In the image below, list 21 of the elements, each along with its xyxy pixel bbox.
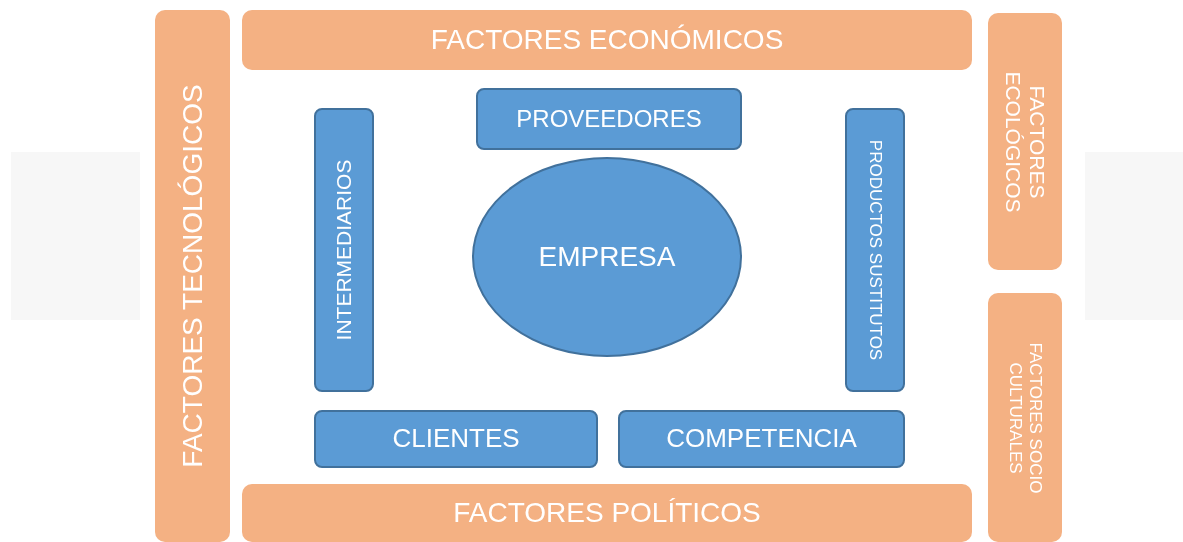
factor-box: [242, 484, 972, 542]
factor-box: [242, 10, 972, 70]
process-box: [845, 108, 905, 392]
factor-box: [988, 293, 1062, 542]
factor-box: [988, 13, 1062, 270]
box-label: FACTORES ECOLÓGICOS: [1001, 69, 1050, 215]
factor-box: [155, 10, 230, 542]
box-label: FACTORES ECONÓMICOS: [430, 23, 784, 57]
box-label: FACTORES SOCIO CULTURALES: [1005, 341, 1045, 495]
process-box: [618, 410, 905, 468]
box-label: PROVEEDORES: [516, 105, 702, 133]
process-box: [314, 410, 598, 468]
box-label: CLIENTES: [392, 424, 520, 454]
box-label: PRODUCTOS SUSTITUTOS: [865, 138, 885, 363]
box-label: FACTORES TECNOLÓGICOS: [176, 83, 209, 470]
box-label: INTERMEDIARIOS: [331, 158, 356, 343]
process-box: [314, 108, 374, 392]
box-label: EMPRESA: [538, 240, 676, 274]
process-box: [476, 88, 742, 150]
box-label: FACTORES POLÍTICOS: [453, 496, 761, 530]
box-label: COMPETENCIA: [666, 424, 857, 454]
